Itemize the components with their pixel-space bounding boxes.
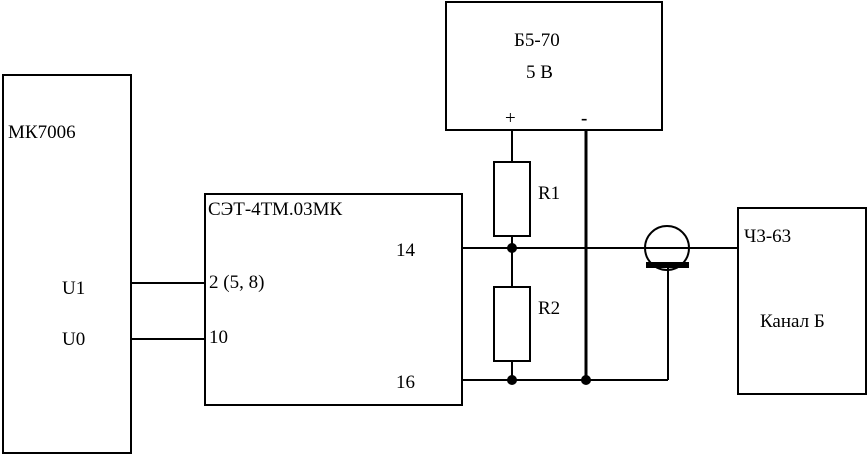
b5-70-voltage: 5 В (526, 62, 553, 83)
ch3-63-counter-block (737, 207, 867, 395)
mk7006-pin-u0: U0 (62, 329, 85, 350)
b5-70-minus-terminal: - (581, 108, 587, 129)
resistor-r1-label: R1 (538, 183, 560, 204)
resistor-r2-label: R2 (538, 298, 560, 319)
set-pin-10: 10 (209, 327, 228, 348)
b5-70-plus-terminal: + (505, 108, 516, 129)
mk7006-pin-u1: U1 (62, 278, 85, 299)
ch3-63-channel: Канал Б (760, 311, 825, 332)
set-meter-block (204, 193, 463, 406)
resistor-r2 (493, 286, 531, 362)
set-meter-label: СЭТ-4ТМ.03МК (208, 199, 343, 220)
ch3-63-label: Ч3-63 (744, 226, 791, 247)
b5-70-label: Б5-70 (514, 30, 560, 51)
junction-dot-minus (581, 375, 591, 385)
mk7006-label: МК7006 (8, 122, 76, 143)
set-pin-14: 14 (396, 240, 416, 261)
b5-70-power-supply-block (445, 1, 663, 131)
set-pin-16: 16 (396, 372, 415, 393)
coax-shield-bar (646, 262, 689, 268)
set-pin-2: 2 (5, 8) (209, 272, 264, 293)
junction-dot-r2-bottom (507, 375, 517, 385)
mk7006-block (2, 74, 132, 454)
junction-dot-r1r2 (507, 243, 517, 253)
resistor-r1 (493, 161, 531, 237)
